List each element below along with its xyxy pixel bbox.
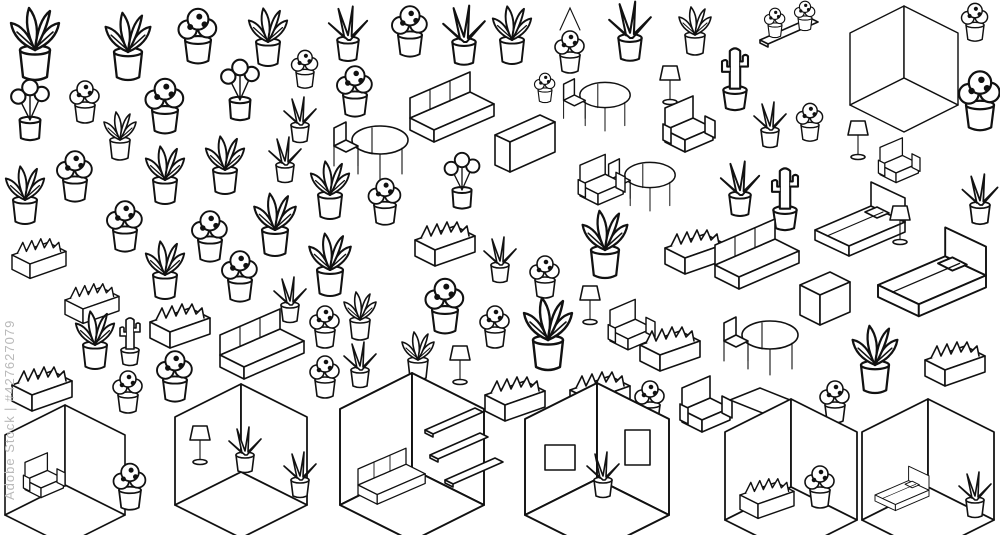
plant-row-4 xyxy=(11,192,987,326)
watermark-brand: Adobe Stock xyxy=(2,415,17,501)
watermark: Adobe Stock | #427627079 xyxy=(2,290,26,530)
watermark-id: #427627079 xyxy=(2,319,17,402)
plant-row-1 xyxy=(9,0,989,133)
room-vignettes xyxy=(4,372,995,540)
plant-row-2 xyxy=(10,49,1000,184)
watermark-separator: | xyxy=(2,406,17,411)
